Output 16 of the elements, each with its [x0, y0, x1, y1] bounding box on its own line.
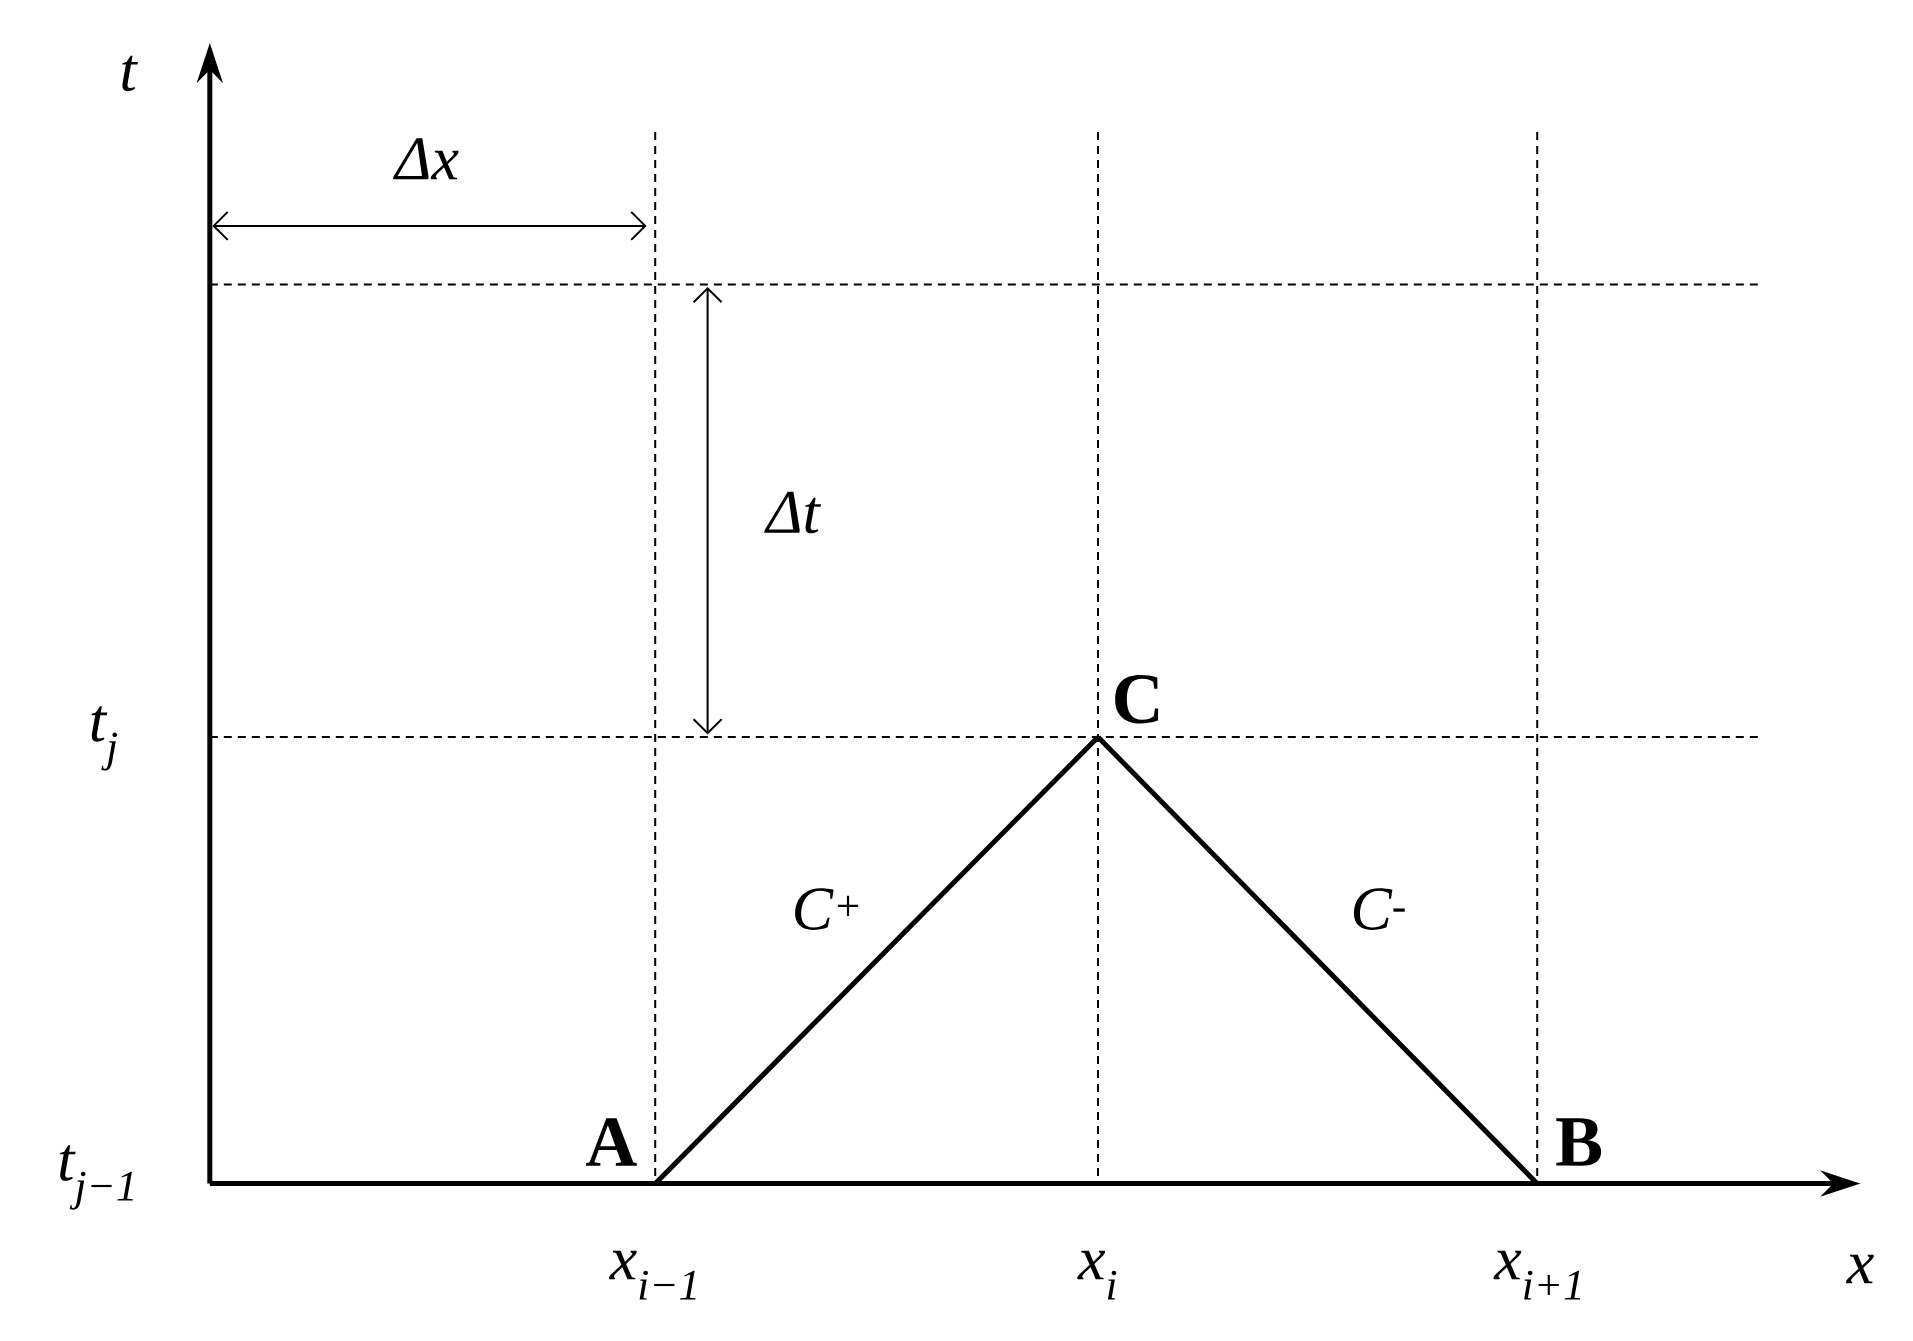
edge-label: C$^{-}$	[1348, 886, 1409, 932]
axis-label: x$_{i−1}$	[608, 1250, 696, 1300]
axis-label: t	[122, 55, 138, 92]
axis-label: t$_{j}$	[91, 706, 118, 771]
axis-label: Δt	[764, 491, 822, 534]
characteristic-line	[1096, 735, 1539, 1186]
point-label: A	[586, 1118, 637, 1166]
point-label: C	[1115, 675, 1159, 724]
axis-label: Δx	[393, 138, 459, 180]
edge-label: C$^{+}$	[789, 886, 865, 932]
axis-label: x$_{i+1}$	[1493, 1250, 1581, 1300]
characteristic-line	[653, 735, 1100, 1186]
axis-label: x$_{i}$	[1077, 1250, 1117, 1300]
point-label: B	[1556, 1118, 1602, 1166]
axis-label: t$_{j−1}$	[59, 1145, 133, 1210]
axis-label: x	[1846, 1254, 1874, 1284]
